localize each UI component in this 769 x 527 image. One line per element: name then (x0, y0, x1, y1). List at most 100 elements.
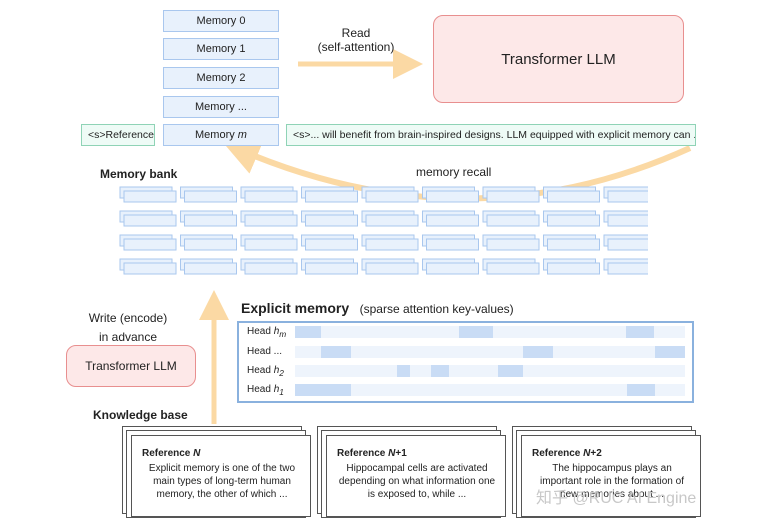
memory-bank-cell (123, 238, 177, 251)
attention-block (627, 384, 655, 396)
memory-1: Memory 1 (163, 38, 279, 60)
head-label-2: Head h2 (247, 365, 284, 378)
memory-bank-cell (305, 238, 358, 251)
memory-bank-cell (244, 190, 298, 203)
head-row-ellipsis (295, 346, 685, 358)
memory-bank-grid (119, 186, 648, 275)
memory-bank-cell (365, 262, 419, 275)
reference-card-n2-prefix: Reference (532, 448, 584, 459)
transformer-llm-bottom: Transformer LLM (66, 345, 196, 387)
reference-card-n-prefix: Reference (142, 448, 194, 459)
reference-card-n2-suffix: +2 (590, 448, 602, 459)
watermark: 知乎 @RUC AI Engine (536, 490, 697, 507)
memory-bank-cell (547, 214, 600, 227)
memory-bank-cell (123, 214, 177, 227)
read-label-line1: Read (341, 26, 371, 40)
reference-tag-label: <s>Reference: (88, 129, 155, 141)
memory-m-prefix: Memory (195, 129, 238, 141)
reference-card-n1-prefix: Reference (337, 448, 389, 459)
reference-card-n-title: Reference N (142, 448, 302, 459)
attention-block (431, 365, 449, 377)
head-label-m-prefix: Head (247, 326, 274, 337)
read-label: Read (self-attention) (296, 26, 416, 54)
head-label-1: Head h1 (247, 384, 284, 397)
reference-card-n2-text: The hippocampus plays an important role … (540, 463, 684, 500)
memory-bank-cell (607, 262, 648, 275)
text-stream: <s>... will benefit from brain-inspired … (286, 124, 696, 146)
memory-bank-cell (305, 190, 358, 203)
head-label-2-prefix: Head (247, 365, 274, 376)
head-label-m-var: h (273, 326, 280, 337)
text-stream-label: <s>... will benefit from brain-inspired … (293, 129, 696, 141)
memory-bank-cell (486, 262, 540, 275)
memory-bank-cell (547, 190, 600, 203)
write-label-line2: in advance (98, 330, 158, 344)
memory-bank-cell (426, 190, 479, 203)
reference-card-n2-var: N (583, 448, 591, 459)
attention-block (626, 326, 654, 338)
memory-bank-cell (365, 238, 419, 251)
reference-card-n2: Reference N+2 The hippocampus plays an i… (521, 435, 701, 517)
memory-bank-cell (244, 214, 298, 227)
knowledge-base-label: Knowledge base (93, 408, 188, 422)
head-label-ellipsis: Head ... (247, 346, 282, 357)
attention-block (655, 346, 685, 358)
read-label-line2: (self-attention) (317, 40, 395, 54)
memory-bank-cell (244, 238, 298, 251)
memory-bank-cell (486, 238, 540, 251)
transformer-llm-bottom-label: Transformer LLM (85, 359, 177, 373)
memory-bank-label: Memory bank (100, 167, 178, 181)
attention-block (295, 326, 321, 338)
head-label-1-sub: 1 (279, 387, 284, 397)
memory-bank-cell (123, 190, 177, 203)
memory-bank-cell (184, 238, 237, 251)
memory-bank-cell (607, 214, 648, 227)
memory-m: Memory m (163, 124, 279, 146)
attention-block (397, 365, 410, 377)
attention-block (498, 365, 523, 377)
head-label-2-sub: 2 (279, 368, 284, 378)
head-label-ellipsis-prefix: Head ... (247, 346, 283, 357)
reference-card-n2-title: Reference N+2 (532, 448, 692, 459)
reference-card-n-var: N (193, 448, 201, 459)
transformer-llm-top: Transformer LLM (433, 15, 684, 103)
explicit-memory-title: Explicit memory (sparse attention key-va… (241, 300, 514, 318)
head-label-m: Head hm (247, 326, 286, 339)
reference-card-n: Reference N Explicit memory is one of th… (131, 435, 311, 517)
memory-bank-cell (365, 190, 419, 203)
memory-ellipsis-label: Memory ... (195, 101, 247, 113)
memory-2: Memory 2 (163, 67, 279, 89)
write-label-line1: Write (encode) (88, 311, 168, 325)
attention-block (321, 346, 351, 358)
memory-1-label: Memory 1 (196, 43, 246, 55)
memory-bank-cell (486, 214, 540, 227)
attention-block (295, 384, 351, 396)
memory-bank-cell (305, 214, 358, 227)
memory-bank-cell (426, 214, 479, 227)
memory-bank-cell (123, 262, 177, 275)
reference-card-n-text: Explicit memory is one of the two main t… (148, 463, 296, 500)
memory-bank-cell (547, 238, 600, 251)
memory-bank-cell (184, 190, 237, 203)
reference-card-n1: Reference N+1 Hippocampal cells are acti… (326, 435, 506, 517)
head-label-m-sub: m (279, 329, 287, 339)
memory-bank-cell (184, 262, 237, 275)
memory-0-label: Memory 0 (196, 15, 246, 27)
attention-block (459, 326, 493, 338)
head-row-1 (295, 384, 685, 396)
reference-tag: <s>Reference: (81, 124, 155, 146)
explicit-memory-title-text: Explicit memory (241, 300, 350, 316)
head-row-2 (295, 365, 685, 377)
transformer-llm-top-label: Transformer LLM (501, 50, 616, 68)
explicit-memory-subtitle: (sparse attention key-values) (359, 302, 514, 316)
memory-bank-cell (607, 238, 648, 251)
head-row-m (295, 326, 685, 338)
memory-bank-cell (426, 262, 479, 275)
memory-bank-cell (184, 214, 237, 227)
memory-recall-label: memory recall (416, 165, 492, 179)
memory-bank-cell (305, 262, 358, 275)
memory-ellipsis: Memory ... (163, 96, 279, 118)
memory-2-label: Memory 2 (196, 72, 246, 84)
reference-card-n1-suffix: +1 (395, 448, 407, 459)
memory-bank-cell (486, 190, 540, 203)
